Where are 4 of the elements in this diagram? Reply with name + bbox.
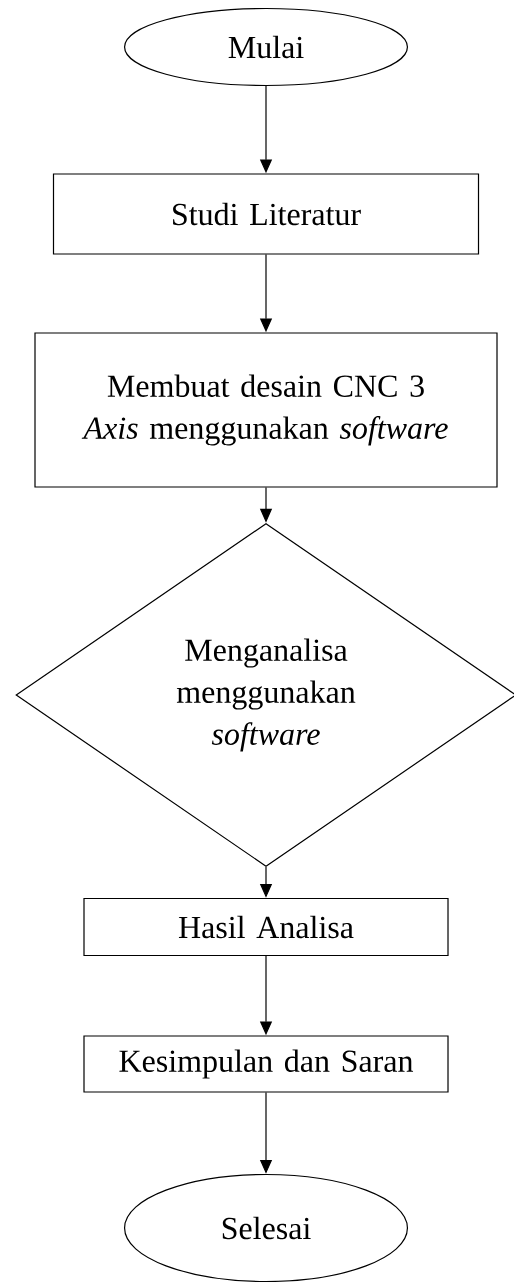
process-box: Studi Literatur [52, 173, 480, 255]
process-box: Membuat desain CNC 3 Axis menggunakan software [34, 332, 498, 488]
process-box: Hasil Analisa [83, 897, 449, 957]
process-box: Kesimpulan dan Saran [83, 1035, 449, 1093]
